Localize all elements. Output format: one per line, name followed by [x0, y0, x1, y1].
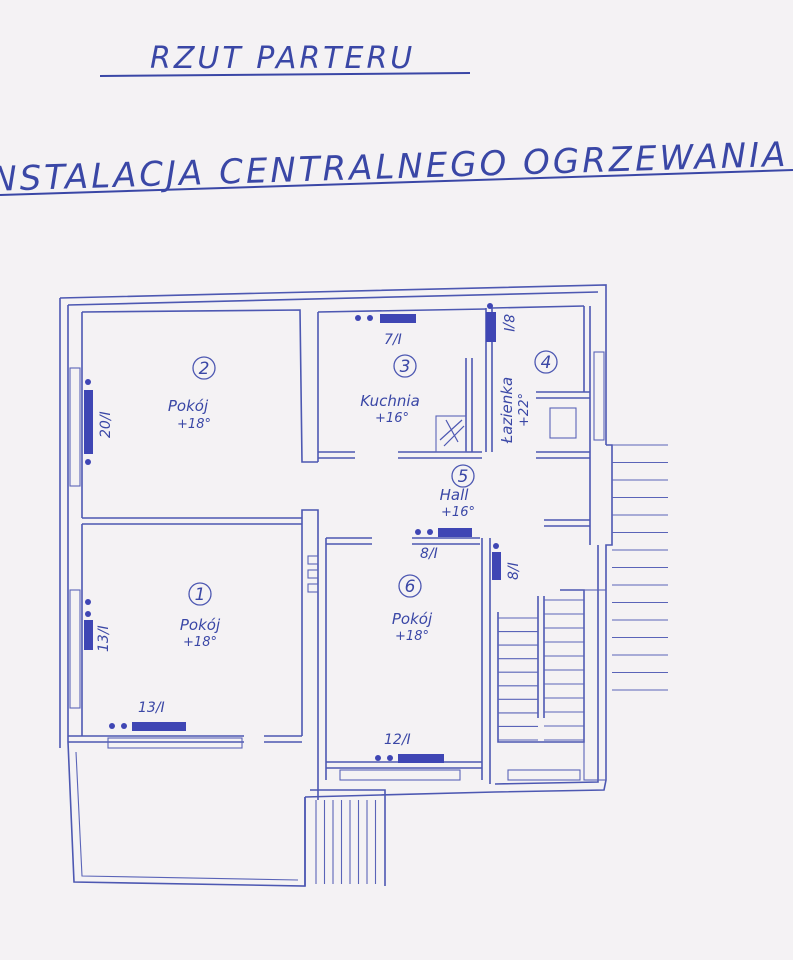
room-2-label: 2 Pokój +18° [168, 356, 216, 432]
room-number: 4 [541, 353, 552, 373]
room-4-label: 4 Łazienka +22° [498, 350, 558, 444]
room-name: Kuchnia [360, 392, 420, 410]
room-name: Pokój [180, 616, 221, 634]
room-name: Hall [440, 486, 470, 504]
radiator-label-room-1-bottom: 13/I [138, 700, 165, 716]
windows [69, 351, 605, 781]
room-temperature: +18° [183, 635, 217, 650]
room-name: Pokój [168, 397, 209, 415]
room-temperature: +18° [177, 417, 211, 432]
radiator-room-2: 20/I [84, 379, 114, 465]
room-temperature: +22° [517, 393, 532, 427]
room-number: 6 [405, 577, 416, 597]
room-1-label: 1 Pokój +18° [180, 582, 221, 650]
room-5-label: 5 Hall +16° [440, 464, 475, 520]
radiator-label-hall: 8/I [420, 546, 438, 562]
radiator-stair: 8/I [492, 543, 522, 580]
room-number: 2 [199, 359, 210, 379]
outer-walls [59, 284, 613, 798]
radiator-kitchen: 7/I [355, 314, 416, 348]
room-number: 1 [195, 585, 206, 605]
room-name: Pokój [392, 610, 433, 628]
room-number: 5 [458, 467, 469, 487]
room-temperature: +16° [375, 411, 409, 426]
porch-steps [315, 800, 377, 884]
room-name: Łazienka [498, 377, 516, 444]
room-6-label: 6 Pokój +18° [392, 574, 433, 644]
radiator-room-1-side: 13/I [84, 599, 112, 652]
room-3-label: 3 Kuchnia +16° [360, 354, 420, 426]
room-temperature: +16° [441, 505, 475, 520]
outer-steps [612, 444, 668, 691]
radiator-label-room-2: 20/I [98, 411, 114, 438]
radiator-label-stair: 8/I [506, 562, 522, 580]
subtitle-underline [0, 169, 793, 196]
inner-steps [498, 599, 584, 741]
radiator-hall: 8/I [415, 528, 472, 562]
radiator-bathroom: 8/I [486, 303, 516, 342]
lower-walls [68, 509, 491, 800]
radiator-room-1-bottom: 13/I [109, 700, 186, 731]
terrace [67, 741, 386, 887]
room-temperature: +18° [395, 629, 429, 644]
radiator-label-kitchen: 7/I [384, 332, 402, 348]
plan-title: RZUT PARTERU [150, 41, 415, 76]
inner-walls [317, 305, 591, 545]
room-2-walls [81, 309, 318, 525]
room-number: 3 [400, 357, 411, 377]
title-underline [99, 72, 471, 77]
radiator-label-room-6: 12/I [384, 732, 411, 748]
radiator-room-6: 12/I [375, 732, 444, 763]
radiator-label-room-1-side: 13/I [96, 625, 112, 652]
radiator-label-bathroom: 8/I [500, 314, 516, 332]
